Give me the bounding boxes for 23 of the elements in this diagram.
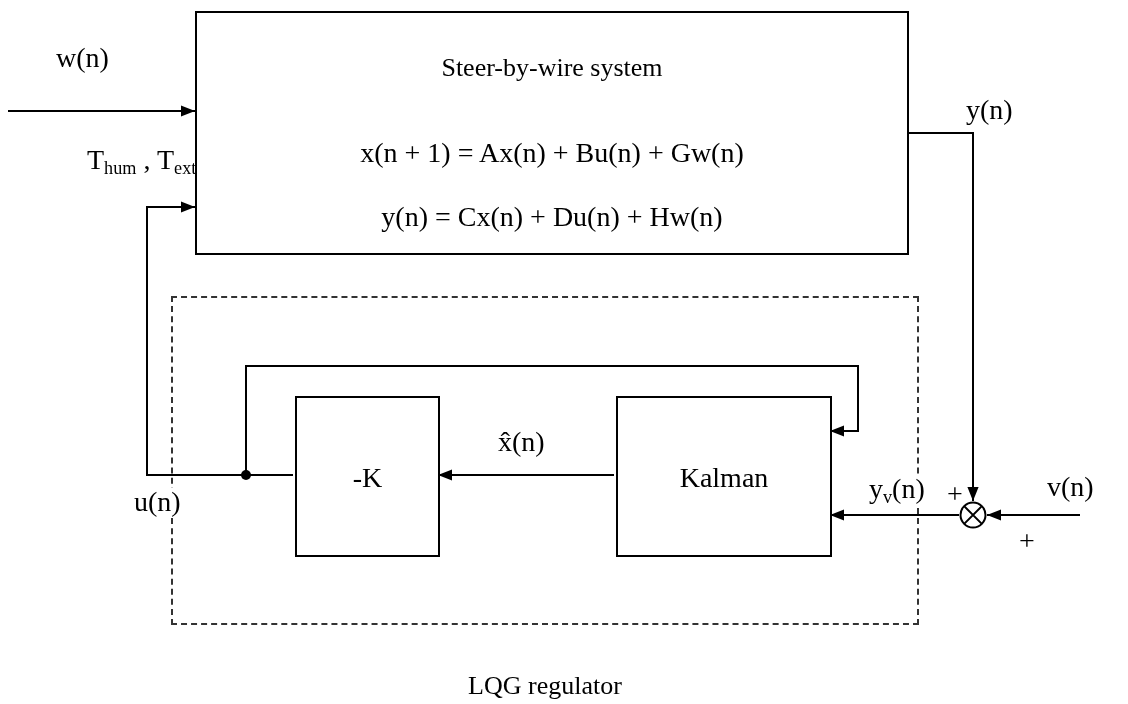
region-caption: LQG regulator xyxy=(468,673,622,699)
signal-label: T$_{hum}$ , T$_{ext}$ xyxy=(86,146,198,177)
block-box xyxy=(195,11,909,255)
edge-label: v(n) xyxy=(1046,473,1095,501)
arrow xyxy=(7,105,196,117)
block-label: Kalman xyxy=(679,464,769,492)
arrow xyxy=(245,365,859,476)
block-label: -K xyxy=(352,464,383,492)
arrow xyxy=(986,509,1081,521)
edge-label: x̂(n) xyxy=(497,428,546,456)
block-title: Steer-by-wire system xyxy=(441,55,663,81)
block-box xyxy=(616,396,832,557)
edge-label: y(n) xyxy=(965,96,1014,124)
arrow xyxy=(908,132,979,502)
equation-text: x(n + 1) = Ax(n) + Bu(n) + Gw(n) xyxy=(360,139,744,167)
edge-label: y$_{v}$(n) xyxy=(868,475,926,506)
sign-label: + xyxy=(1018,527,1036,555)
summing-junction xyxy=(959,501,987,529)
edge-label: w(n) xyxy=(55,44,110,72)
equation-text: y(n) = Cx(n) + Du(n) + Hw(n) xyxy=(381,203,723,231)
edge-label: u(n) xyxy=(133,488,182,516)
block-box xyxy=(295,396,440,557)
sign-label: + xyxy=(946,480,964,508)
